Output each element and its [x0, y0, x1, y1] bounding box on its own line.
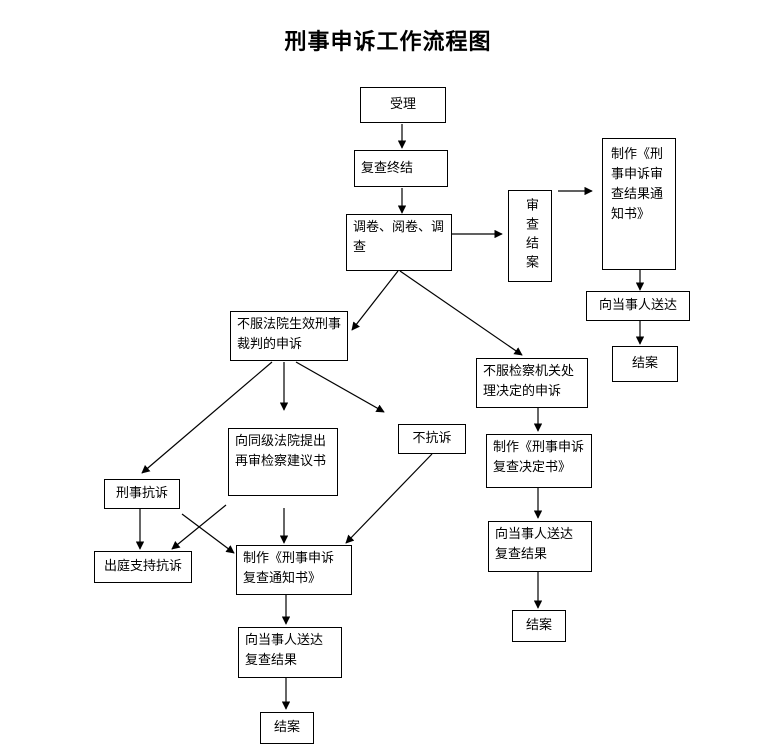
node-deliver-right: 向当事人送达 [586, 291, 690, 321]
node-support-protest: 出庭支持抗诉 [94, 551, 192, 583]
node-close-left: 结案 [260, 712, 314, 744]
node-make-recheck-notice: 制作《刑事申诉复查通知书》 [236, 545, 352, 595]
node-close-right: 结案 [612, 346, 678, 382]
node-review-close: 审查结案 [508, 190, 552, 282]
arrow-investigate-to-procuratorate [399, 270, 523, 356]
node-deliver-mid: 向当事人送达复查结果 [488, 521, 592, 572]
arrow-suggest-to-support [171, 504, 227, 550]
node-no-protest: 不抗诉 [398, 424, 466, 454]
node-make-recheck-decision: 制作《刑事申诉复查决定书》 [486, 434, 592, 488]
arrow-noprotest-to-recheck [345, 453, 433, 544]
node-procuratorate-appeal: 不服检察机关处理决定的申诉 [476, 358, 588, 408]
page-title: 刑事申诉工作流程图 [284, 30, 492, 55]
node-make-review-notice: 制作《刑事申诉审查结果通知书》 [602, 138, 676, 270]
arrow-court-to-noprotest [295, 361, 385, 413]
node-review-end: 复查终结 [354, 150, 448, 187]
arrow-court-to-protest [141, 361, 273, 474]
node-same-level-suggest: 向同级法院提出再审检察建议书 [228, 428, 338, 496]
node-close-mid: 结案 [512, 610, 566, 642]
node-accept: 受理 [360, 87, 446, 123]
arrow-investigate-to-court [351, 270, 399, 331]
arrow-protest-to-recheck [181, 513, 235, 554]
node-investigate: 调卷、阅卷、调查 [346, 214, 452, 271]
node-criminal-protest: 刑事抗诉 [104, 479, 180, 509]
node-deliver-left: 向当事人送达复查结果 [238, 627, 342, 678]
node-court-appeal: 不服法院生效刑事裁判的申诉 [230, 311, 348, 361]
